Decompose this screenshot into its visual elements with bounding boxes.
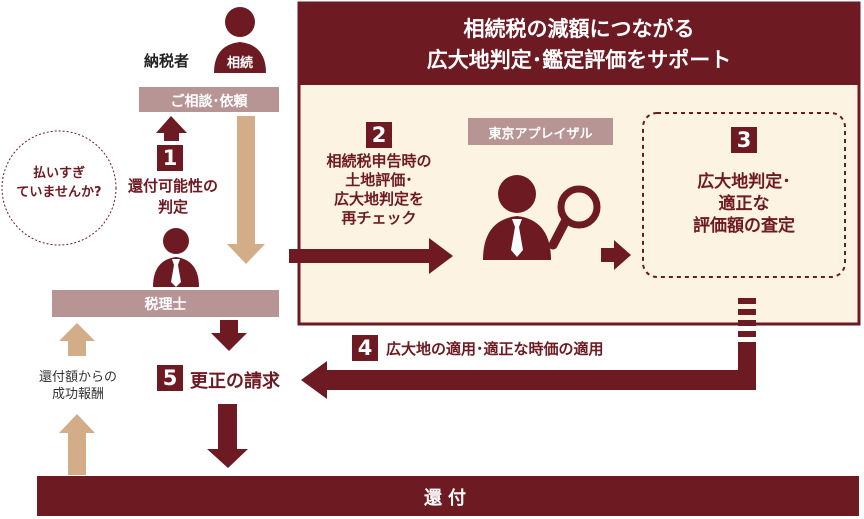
arrow-right-step2 xyxy=(289,238,453,274)
arrow-up-tan-top xyxy=(59,323,95,356)
support-header-line2: 広大地判定･鑑定評価をサポート xyxy=(426,48,732,72)
step1-number: 1 xyxy=(157,145,183,171)
step1-text: 還付可能性の 判定 xyxy=(127,177,218,216)
consult-bar xyxy=(139,87,279,112)
arrow-down-tan xyxy=(227,116,265,264)
magnifier-icon xyxy=(548,185,601,250)
taxpayer-icon xyxy=(214,7,266,73)
arrow-down-refund xyxy=(207,404,248,468)
step4-text: 広大地の適用･適正な時価の適用 xyxy=(386,340,604,358)
step2-text: 相続税申告時の 土地評価･ 広大地判定を 再チェック xyxy=(326,152,432,227)
arrow-step4-return xyxy=(301,298,756,399)
taxpayer-badge: 相続 xyxy=(227,56,254,71)
arrow-up-step1 xyxy=(156,116,187,141)
refund-bar xyxy=(37,476,859,516)
company-bar xyxy=(468,118,613,145)
taxpayer-label: 納税者 xyxy=(144,52,190,70)
refund-label: 還付 xyxy=(424,488,472,509)
bubble-text: 払いすぎ ていませんか? xyxy=(16,166,102,200)
step3-dashed-box xyxy=(642,112,846,278)
support-header-bar xyxy=(299,3,859,85)
step5-text: 更正の請求 xyxy=(190,371,280,392)
step3-text: 広大地判定･ 適正な 評価額の査定 xyxy=(693,172,795,236)
accountant-icon xyxy=(153,228,199,287)
support-header-line1: 相続税の減額につながる xyxy=(463,17,695,41)
company-label: 東京アプレイザル xyxy=(488,127,593,142)
speech-bubble xyxy=(1,130,117,246)
appraiser-icon xyxy=(483,175,551,260)
arrow-right-step3 xyxy=(601,240,631,270)
accountant-label: 税理士 xyxy=(144,297,187,313)
step3-number: 3 xyxy=(731,127,757,153)
step5-number: 5 xyxy=(157,365,183,391)
step4-number: 4 xyxy=(352,335,378,361)
fee-text: 還付額からの 成功報酬 xyxy=(38,370,117,402)
accountant-bar xyxy=(52,290,279,317)
arrow-down-step5 xyxy=(211,320,247,351)
step2-number: 2 xyxy=(366,122,392,148)
consult-label: ご相談･依頼 xyxy=(170,94,248,110)
arrow-up-tan-bottom xyxy=(59,414,95,475)
